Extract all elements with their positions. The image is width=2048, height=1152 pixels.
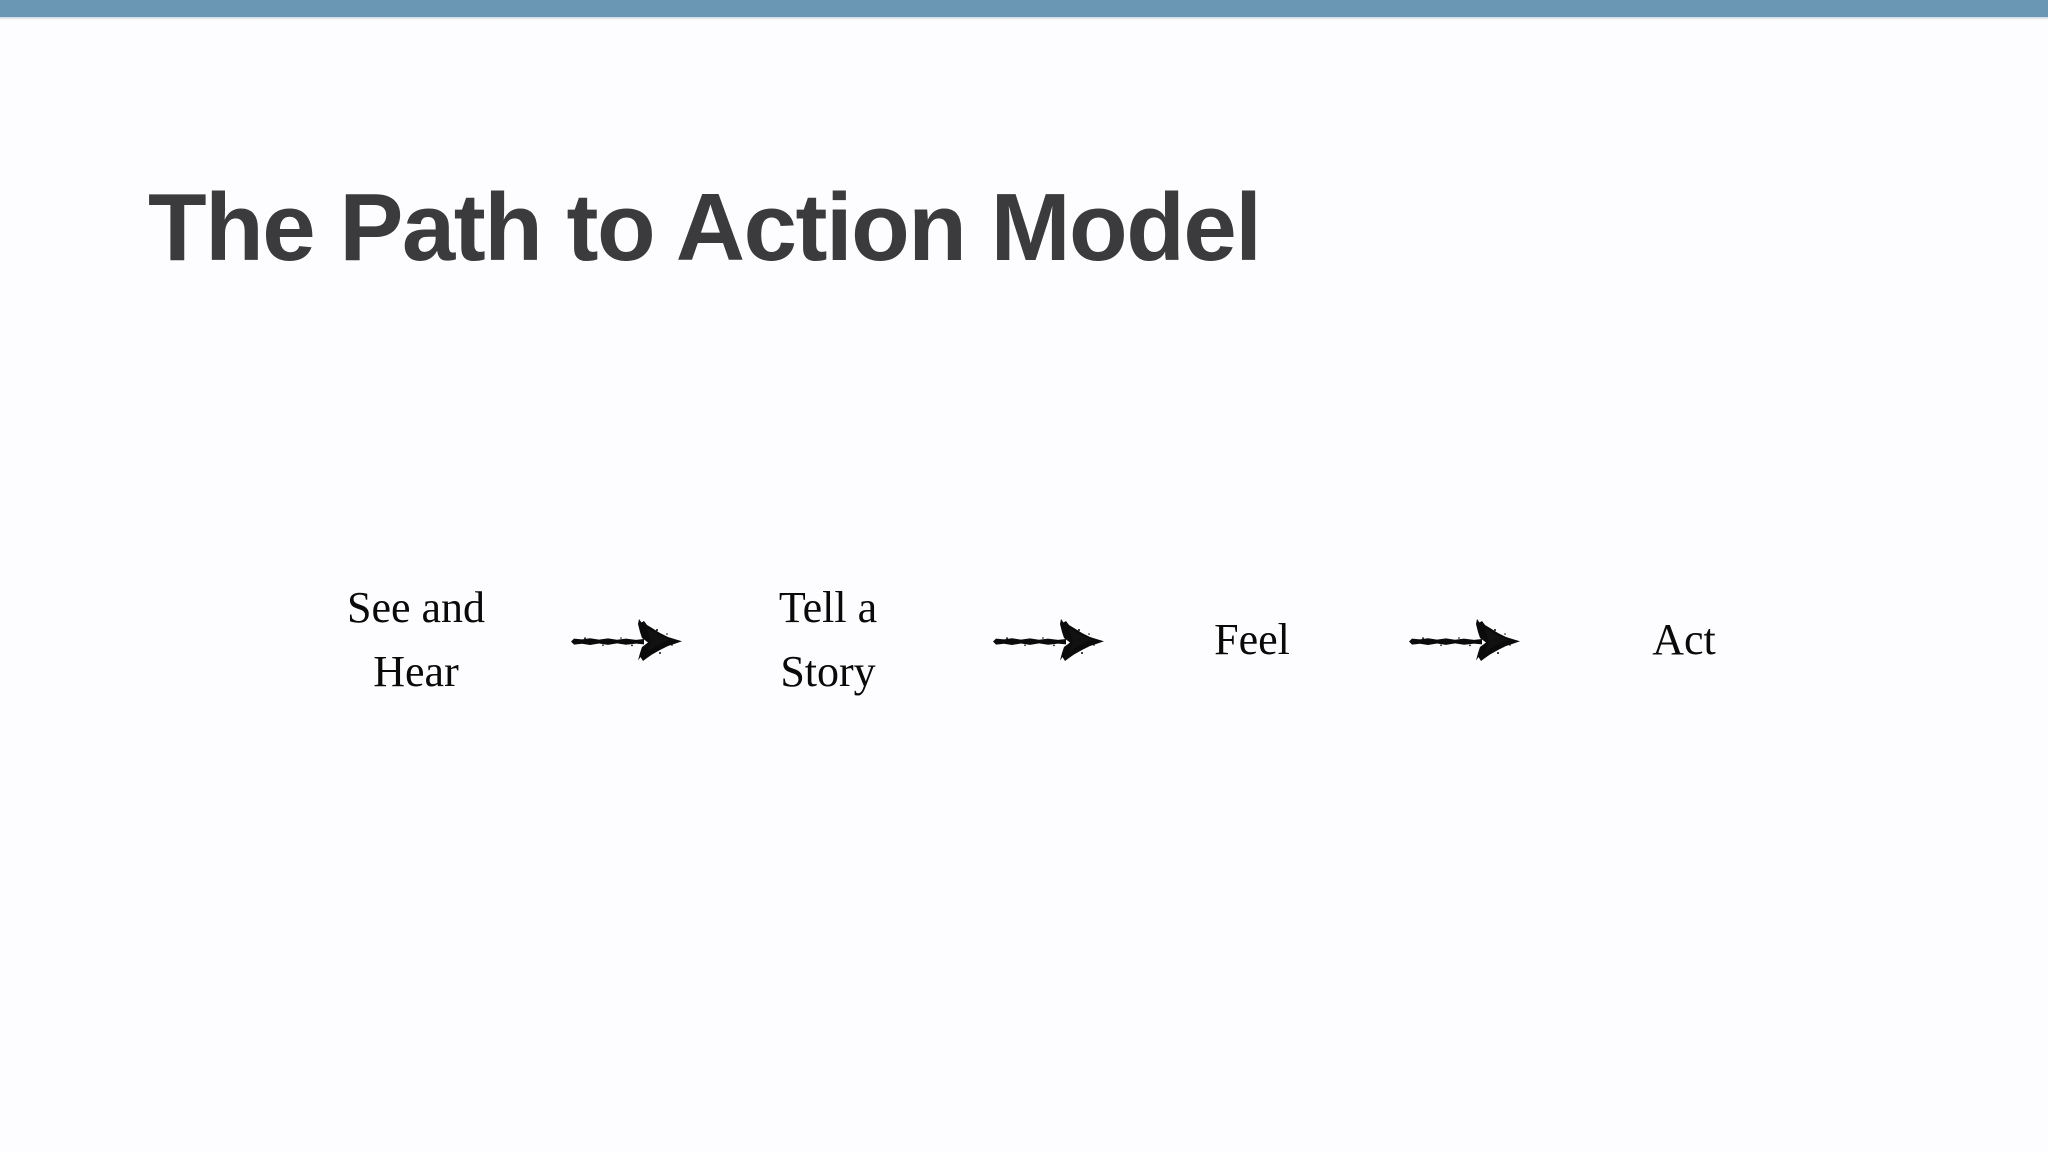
flow-node-tell-a-story: Tell a Story bbox=[778, 583, 878, 696]
rough-arrow-right-icon bbox=[993, 619, 1104, 661]
rough-arrow-right-icon bbox=[571, 619, 682, 661]
flow-row: See and Hear Tell a Sto bbox=[300, 560, 1720, 720]
flow-node-see-and-hear: See and Hear bbox=[346, 583, 486, 696]
path-to-action-flow-diagram: See and Hear Tell a Sto bbox=[300, 560, 1720, 720]
page-title: The Path to Action Model bbox=[148, 174, 1262, 281]
top-accent-band-shadow bbox=[0, 17, 2048, 20]
top-accent-band bbox=[0, 0, 2048, 17]
rough-arrow-right-icon bbox=[1409, 619, 1520, 661]
flow-node-feel: Feel bbox=[1214, 615, 1290, 665]
flow-node-act: Act bbox=[1652, 615, 1716, 665]
